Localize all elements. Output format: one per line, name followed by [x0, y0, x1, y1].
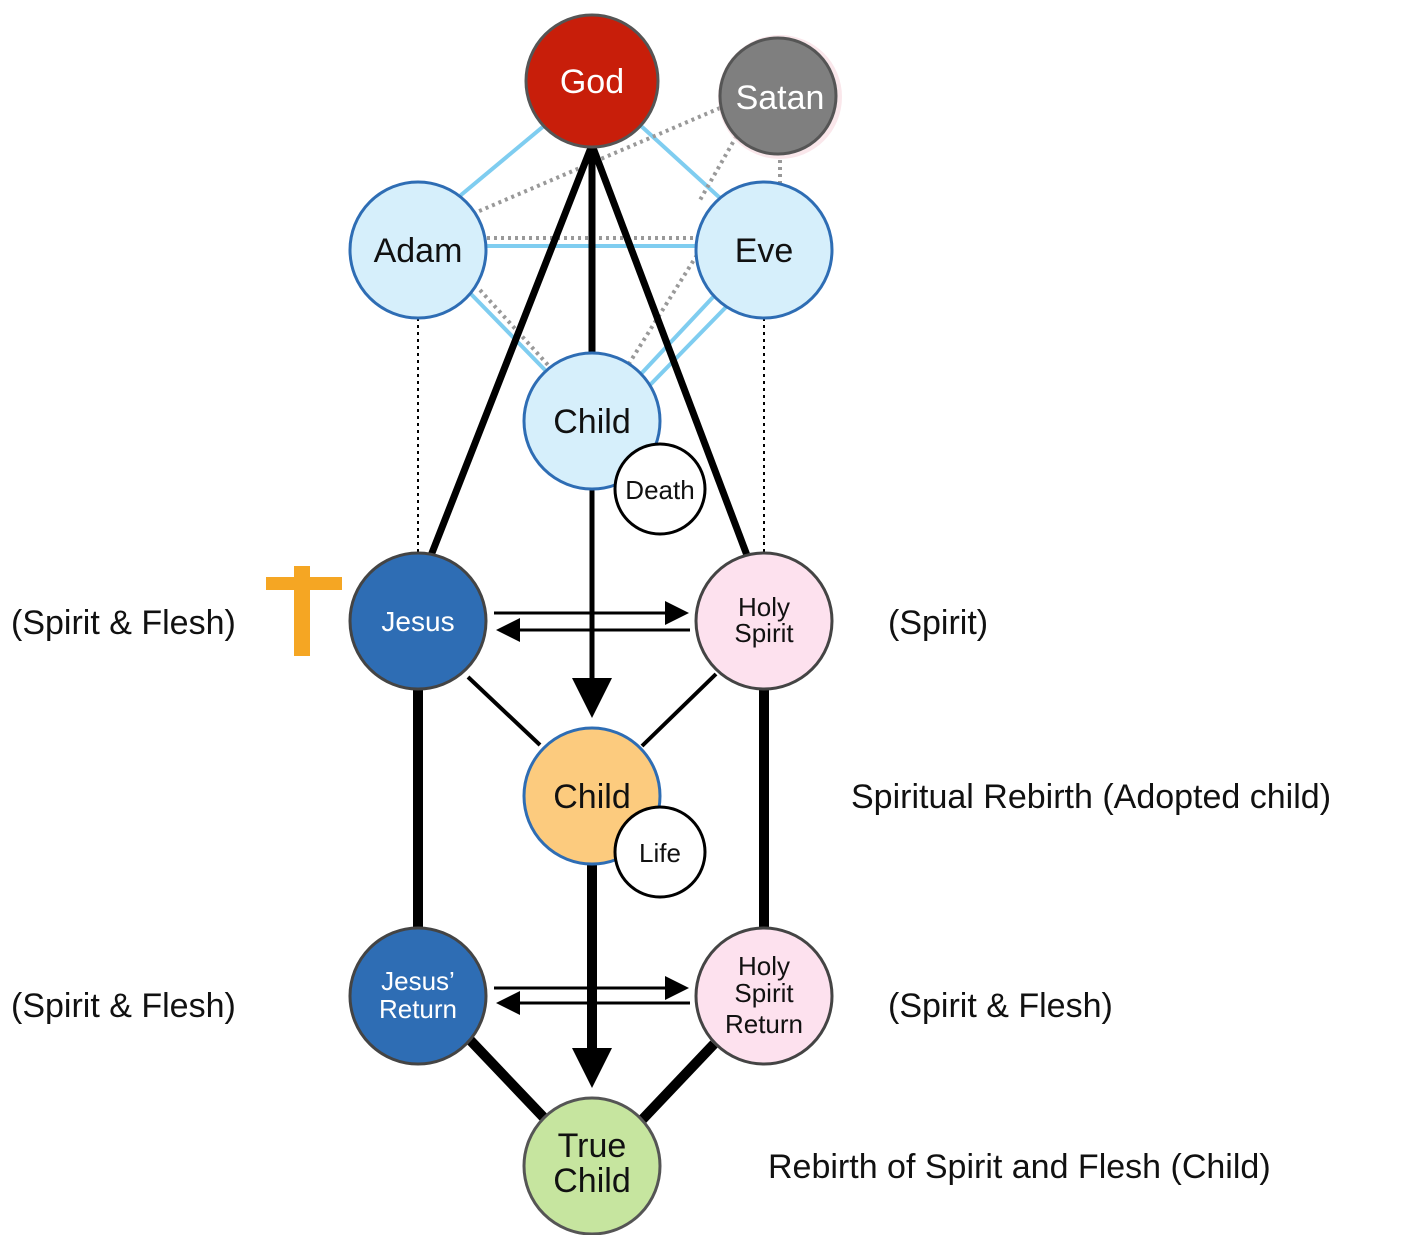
adam-node: Adam — [348, 180, 488, 320]
jesus-side-label: (Spirit & Flesh) — [11, 604, 236, 642]
true-child-node: True Child — [522, 1096, 662, 1235]
cross-icon — [266, 566, 342, 656]
jesus-return-side-label: (Spirit & Flesh) — [11, 987, 236, 1025]
holy-spirit-node: Holy Spirit — [694, 551, 834, 691]
death-label: Death — [625, 475, 694, 505]
true-child-label-2: Child — [553, 1162, 630, 1200]
jesus-return-label-2: Return — [379, 994, 457, 1024]
death-node: Death — [613, 442, 707, 536]
god-node: God — [524, 13, 660, 149]
true-child-side-label: Rebirth of Spirit and Flesh (Child) — [768, 1148, 1271, 1186]
holy-spirit-return-node: Holy Spirit Return — [694, 926, 834, 1066]
god-label: God — [560, 63, 624, 101]
dotted-verticals — [417, 318, 765, 555]
hsr-label-2: Spirit — [734, 978, 794, 1008]
satan-label: Satan — [736, 79, 825, 117]
jesus-return-label-1: Jesus’ — [381, 966, 455, 996]
holy-spirit-label-2: Spirit — [734, 618, 794, 648]
child-mid-side-label: Spiritual Rebirth (Adopted child) — [851, 778, 1331, 816]
child-top-node: Child — [522, 351, 662, 491]
true-child-label-1: True — [558, 1127, 627, 1165]
hsr-label-1: Holy — [738, 951, 790, 981]
holy-spirit-side-label: (Spirit) — [888, 604, 988, 642]
life-label: Life — [639, 838, 681, 868]
adam-label: Adam — [374, 232, 463, 270]
eve-node: Eve — [694, 180, 834, 320]
hsr-label-3: Return — [725, 1009, 803, 1039]
god-lines — [426, 143, 752, 560]
hsr-side-label: (Spirit & Flesh) — [888, 987, 1113, 1025]
life-node: Life — [613, 805, 707, 899]
child-top-label: Child — [553, 403, 630, 441]
jesus-node: Jesus — [348, 551, 488, 691]
holy-spirit-label-1: Holy — [738, 592, 790, 622]
vertical-thick — [413, 690, 769, 930]
middle-lines — [466, 672, 718, 748]
jesus-label: Jesus — [381, 606, 454, 637]
jesus-return-node: Jesus’ Return — [348, 926, 488, 1066]
bottom-lines — [466, 1036, 718, 1126]
satan-node: Satan — [718, 35, 842, 159]
eve-label: Eve — [735, 232, 794, 270]
child-mid-label: Child — [553, 778, 630, 816]
